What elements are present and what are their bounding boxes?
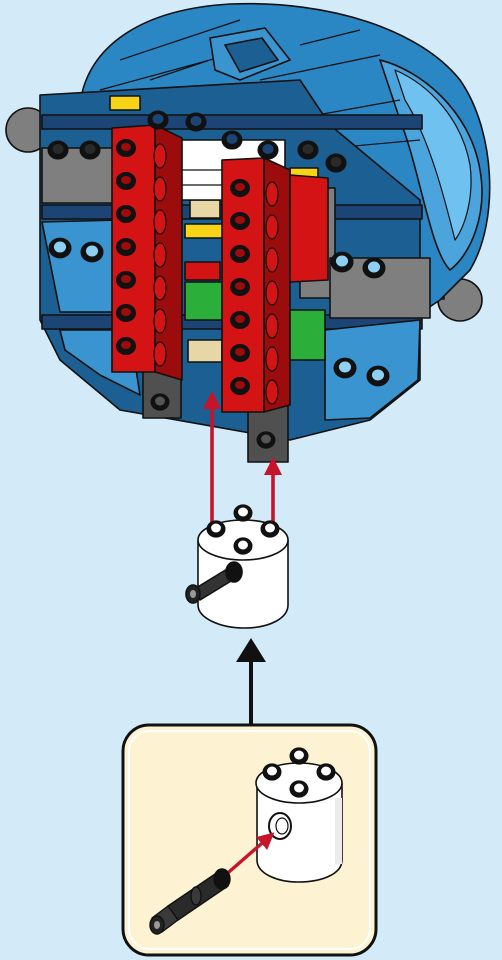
round-brick-stud [234, 505, 252, 521]
round-brick-stud [207, 521, 225, 537]
beam-slot [154, 210, 166, 234]
stud [367, 366, 389, 386]
beam-hole-inner [121, 242, 131, 250]
stud [148, 111, 168, 129]
stud [49, 238, 71, 258]
beam-hole-inner [235, 381, 245, 389]
beam-hole-inner [121, 176, 131, 184]
inset-brick-stud [263, 764, 281, 780]
beam-hole-inner [121, 341, 131, 349]
beam-slot [266, 248, 278, 272]
beam-slot [154, 144, 166, 168]
beam-slot [154, 177, 166, 201]
beam-hole-inner [235, 183, 245, 191]
inset-brick-stud [317, 764, 335, 780]
beam-hole-inner [121, 275, 131, 283]
stud [80, 141, 100, 159]
beam-hole-inner [121, 209, 131, 217]
beam-hole-inner [235, 216, 245, 224]
stud [331, 252, 353, 272]
step-arrow [236, 638, 266, 725]
stud [363, 258, 385, 278]
round-brick-stud [261, 521, 279, 537]
beam-hole-inner [235, 249, 245, 257]
beam-slot [154, 342, 166, 366]
stud [222, 131, 242, 149]
beam-hole-inner [121, 143, 131, 151]
stud [186, 113, 206, 131]
beam-hole-inner [235, 315, 245, 323]
beam-slot [266, 182, 278, 206]
round-brick-stud [234, 538, 252, 554]
beam-slot [266, 281, 278, 305]
beam-slot [266, 215, 278, 239]
blue-dome-assembly [6, 4, 490, 462]
stud [81, 242, 103, 262]
stud [298, 141, 318, 159]
inset-brick-stud [290, 748, 308, 764]
beam-slot [154, 243, 166, 267]
beam-slot [154, 309, 166, 333]
beam-slot [266, 314, 278, 338]
beam-hole-inner [235, 282, 245, 290]
stud [326, 154, 346, 172]
beam-hole-inner [121, 308, 131, 316]
beam-hole-inner [235, 348, 245, 356]
stud [334, 358, 356, 378]
beam-slot [266, 380, 278, 404]
inset-brick-stud [290, 781, 308, 797]
stud [258, 141, 278, 159]
stud [48, 141, 68, 159]
stud [151, 394, 169, 410]
beam-slot [266, 347, 278, 371]
stud [257, 432, 275, 448]
beam-slot [154, 276, 166, 300]
